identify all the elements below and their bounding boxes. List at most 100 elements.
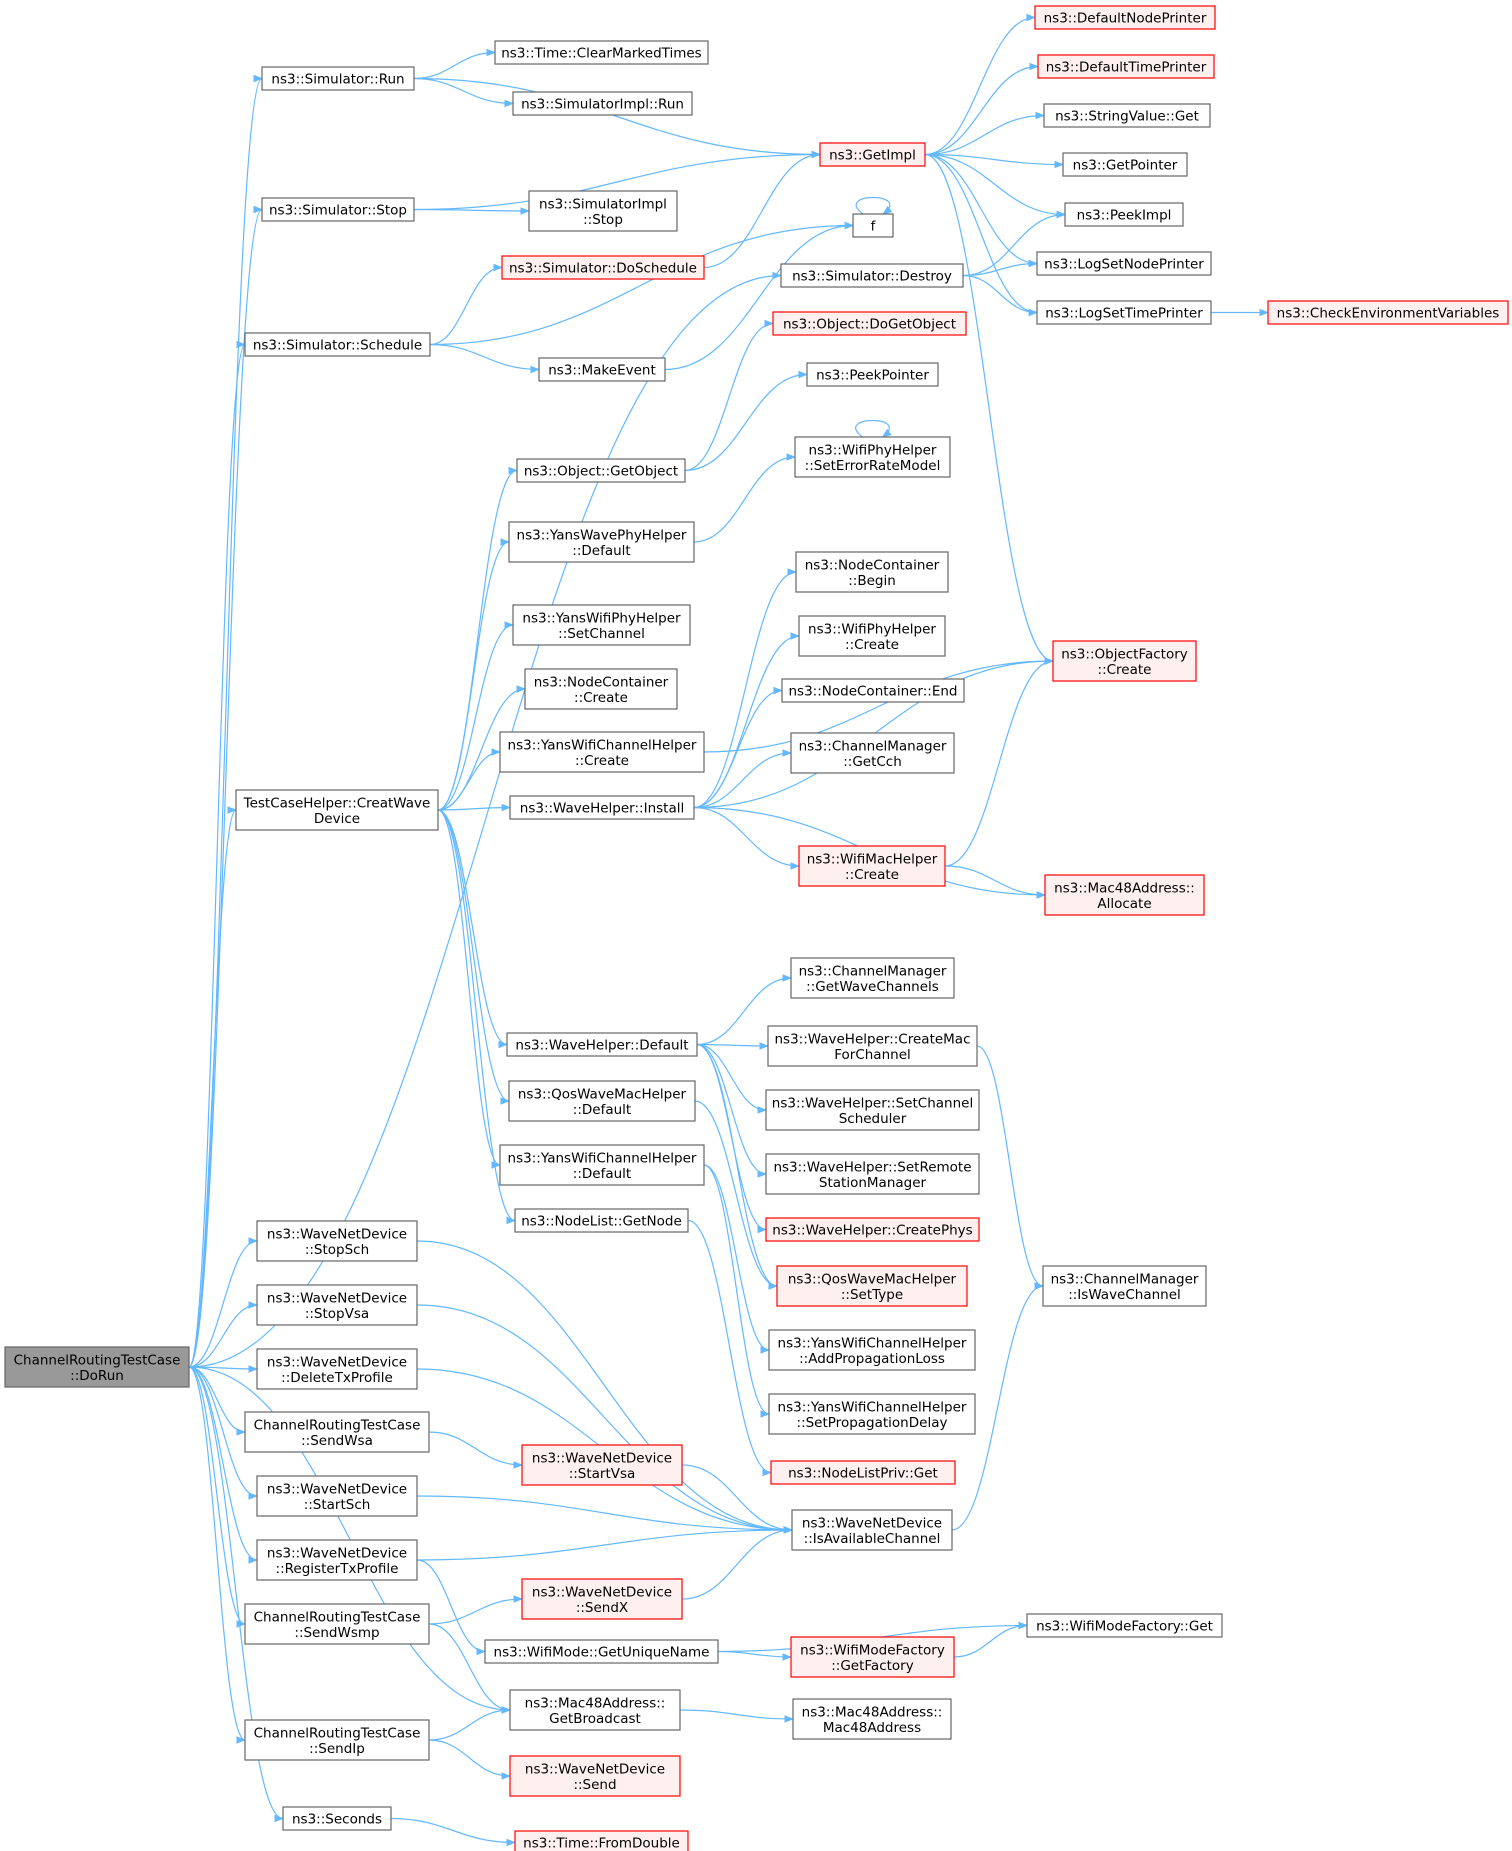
edge-getImpl-to-defTimePrinter	[924, 62, 1039, 156]
node-getObject[interactable]: ns3::Object::GetObject	[516, 458, 686, 483]
node-seconds[interactable]: ns3::Seconds	[282, 1806, 392, 1831]
node-regTxProf[interactable]: ns3::WaveNetDevice::RegisterTxProfile	[256, 1539, 418, 1581]
node-simImplStop[interactable]: ns3::SimulatorImpl::Stop	[528, 190, 678, 232]
node-fromDouble[interactable]: ns3::Time::FromDouble	[514, 1830, 689, 1851]
node-peekPointer[interactable]: ns3::PeekPointer	[806, 362, 939, 387]
node-logSetNode[interactable]: ns3::LogSetNodePrinter	[1036, 251, 1212, 276]
node-ncBegin[interactable]: ns3::NodeContainer::Begin	[795, 551, 949, 593]
node-box	[819, 142, 926, 167]
node-yansWaveDefault[interactable]: ns3::YansWavePhyHelper::Default	[508, 521, 695, 563]
node-doSchedule[interactable]: ns3::Simulator::DoSchedule	[501, 255, 705, 280]
node-sendIp[interactable]: ChannelRoutingTestCase::SendIp	[244, 1719, 430, 1761]
node-setPropDelay[interactable]: ns3::YansWifiChannelHelper::SetPropagati…	[768, 1393, 976, 1435]
node-clearMarked[interactable]: ns3::Time::ClearMarkedTimes	[494, 40, 709, 65]
node-wifiPhyCreate[interactable]: ns3::WifiPhyHelper::Create	[798, 615, 946, 657]
node-doGetObject[interactable]: ns3::Object::DoGetObject	[772, 311, 967, 336]
node-label: GetBroadcast	[549, 1711, 641, 1727]
node-peekImpl[interactable]: ns3::PeekImpl	[1064, 202, 1184, 227]
node-stopSch[interactable]: ns3::WaveNetDevice::StopSch	[256, 1220, 418, 1262]
node-delTxProf[interactable]: ns3::WaveNetDevice::DeleteTxProfile	[256, 1348, 418, 1390]
node-waveInstall[interactable]: ns3::WaveHelper::Install	[509, 795, 695, 820]
node-nlPrivGet[interactable]: ns3::NodeListPriv::Get	[770, 1460, 956, 1485]
node-qosSetType[interactable]: ns3::QosWaveMacHelper::SetType	[776, 1265, 968, 1307]
node-mac48Alloc[interactable]: ns3::Mac48Address::Allocate	[1044, 874, 1205, 916]
node-addPropLoss[interactable]: ns3::YansWifiChannelHelper::AddPropagati…	[768, 1329, 976, 1371]
node-label: ::AddPropagationLoss	[799, 1351, 945, 1367]
node-box	[516, 458, 686, 483]
edge-simStop-to-simImplStop	[413, 207, 530, 215]
edge-simRun-to-simImplRun	[413, 77, 514, 108]
node-box	[1044, 874, 1205, 916]
node-sendX[interactable]: ns3::WaveNetDevice::SendX	[521, 1578, 683, 1620]
node-wmfGet[interactable]: ns3::WifiModeFactory::Get	[1026, 1613, 1223, 1638]
node-sendWsa[interactable]: ChannelRoutingTestCase::SendWsa	[244, 1411, 430, 1453]
node-box	[772, 311, 967, 336]
node-createPhys[interactable]: ns3::WaveHelper::CreatePhys	[765, 1217, 980, 1242]
node-objFactCreate[interactable]: ns3::ObjectFactory::Create	[1052, 640, 1197, 682]
edge-getImpl-to-logSetNode	[924, 153, 1038, 268]
edge-doRun-to-creatWave	[188, 806, 237, 1368]
node-isAvail[interactable]: ns3::WaveNetDevice::IsAvailableChannel	[791, 1509, 953, 1551]
node-mac48Ctor[interactable]: ns3::Mac48Address::Mac48Address	[792, 1698, 952, 1740]
node-simDestroy[interactable]: ns3::Simulator::Destroy	[780, 263, 964, 288]
node-makeEvent[interactable]: ns3::MakeEvent	[538, 357, 666, 382]
node-stopVsa[interactable]: ns3::WaveNetDevice::StopVsa	[256, 1284, 418, 1326]
edge-waveDefault-to-setRemote	[696, 1043, 767, 1178]
edge-wifiMacCreate-to-objFactCreate	[944, 657, 1054, 867]
node-checkEnv[interactable]: ns3::CheckEnvironmentVariables	[1267, 300, 1509, 325]
node-ncCreate[interactable]: ns3::NodeContainer::Create	[524, 668, 678, 710]
node-label: StationManager	[819, 1175, 927, 1191]
node-startVsa[interactable]: ns3::WaveNetDevice::StartVsa	[521, 1444, 683, 1486]
edge-doRun-to-simRun	[188, 75, 263, 1368]
node-label: ns3::QosWaveMacHelper	[518, 1086, 687, 1102]
node-label: ChannelRoutingTestCase	[254, 1417, 421, 1433]
edge-creatWave-to-waveInstall	[437, 803, 511, 812]
node-box	[521, 1444, 683, 1486]
node-logSetTime[interactable]: ns3::LogSetTimePrinter	[1036, 300, 1212, 325]
node-f[interactable]: f	[852, 213, 894, 238]
node-label: ns3::WifiPhyHelper	[808, 621, 936, 637]
node-mac48GetBcast[interactable]: ns3::Mac48Address::GetBroadcast	[509, 1689, 681, 1731]
edge-getImpl-to-objFactCreate	[924, 153, 1054, 665]
node-simSchedule[interactable]: ns3::Simulator::Schedule	[244, 332, 431, 357]
node-ncEnd[interactable]: ns3::NodeContainer::End	[781, 678, 965, 703]
node-box	[256, 1348, 418, 1390]
node-box	[795, 551, 949, 593]
node-startSch[interactable]: ns3::WaveNetDevice::StartSch	[256, 1475, 418, 1517]
node-wndSend[interactable]: ns3::WaveNetDevice::Send	[509, 1755, 681, 1797]
node-box	[244, 332, 431, 357]
node-defNodePrinter[interactable]: ns3::DefaultNodePrinter	[1034, 5, 1216, 30]
node-cmGetCch[interactable]: ns3::ChannelManager::GetCch	[790, 732, 955, 774]
node-waveDefault[interactable]: ns3::WaveHelper::Default	[506, 1032, 698, 1057]
node-doRun[interactable]: ChannelRoutingTestCase::DoRun	[4, 1346, 190, 1388]
node-yansSetChannel[interactable]: ns3::YansWifiPhyHelper::SetChannel	[512, 604, 691, 646]
node-label: Mac48Address	[823, 1720, 921, 1736]
node-label: ns3::YansWifiChannelHelper	[508, 1150, 697, 1166]
node-simRun[interactable]: ns3::Simulator::Run	[261, 66, 415, 91]
node-simStop[interactable]: ns3::Simulator::Stop	[261, 197, 415, 222]
edge-sendIp-to-mac48GetBcast	[428, 1706, 511, 1741]
node-yansChanDefault[interactable]: ns3::YansWifiChannelHelper::Default	[499, 1144, 705, 1186]
node-getPointer[interactable]: ns3::GetPointer	[1062, 152, 1188, 177]
edge-waveDefault-to-setChanSched	[696, 1043, 767, 1114]
node-getUnique[interactable]: ns3::WifiMode::GetUniqueName	[484, 1639, 719, 1664]
node-setErrRate[interactable]: ns3::WifiPhyHelper::SetErrorRateModel	[794, 436, 951, 478]
node-simImplRun[interactable]: ns3::SimulatorImpl::Run	[512, 91, 693, 116]
node-label: ::IsAvailableChannel	[804, 1531, 941, 1547]
node-sendWsmp[interactable]: ChannelRoutingTestCase::SendWsmp	[244, 1603, 430, 1645]
node-defTimePrinter[interactable]: ns3::DefaultTimePrinter	[1037, 54, 1215, 79]
node-qosDefault[interactable]: ns3::QosWaveMacHelper::Default	[508, 1080, 696, 1122]
node-wifiMacCreate[interactable]: ns3::WifiMacHelper::Create	[798, 845, 946, 887]
node-cmGetWaveCh[interactable]: ns3::ChannelManager::GetWaveChannels	[790, 957, 955, 999]
node-getImpl[interactable]: ns3::GetImpl	[819, 142, 926, 167]
node-strValueGet[interactable]: ns3::StringValue::Get	[1043, 103, 1211, 128]
node-wmfGetFactory[interactable]: ns3::WifiModeFactory::GetFactory	[790, 1636, 955, 1678]
node-nlGetNode[interactable]: ns3::NodeList::GetNode	[514, 1208, 689, 1233]
node-cmIsWave[interactable]: ns3::ChannelManager::IsWaveChannel	[1042, 1265, 1207, 1307]
node-box	[484, 1639, 719, 1664]
node-yansChanCreate[interactable]: ns3::YansWifiChannelHelper::Create	[499, 731, 705, 773]
